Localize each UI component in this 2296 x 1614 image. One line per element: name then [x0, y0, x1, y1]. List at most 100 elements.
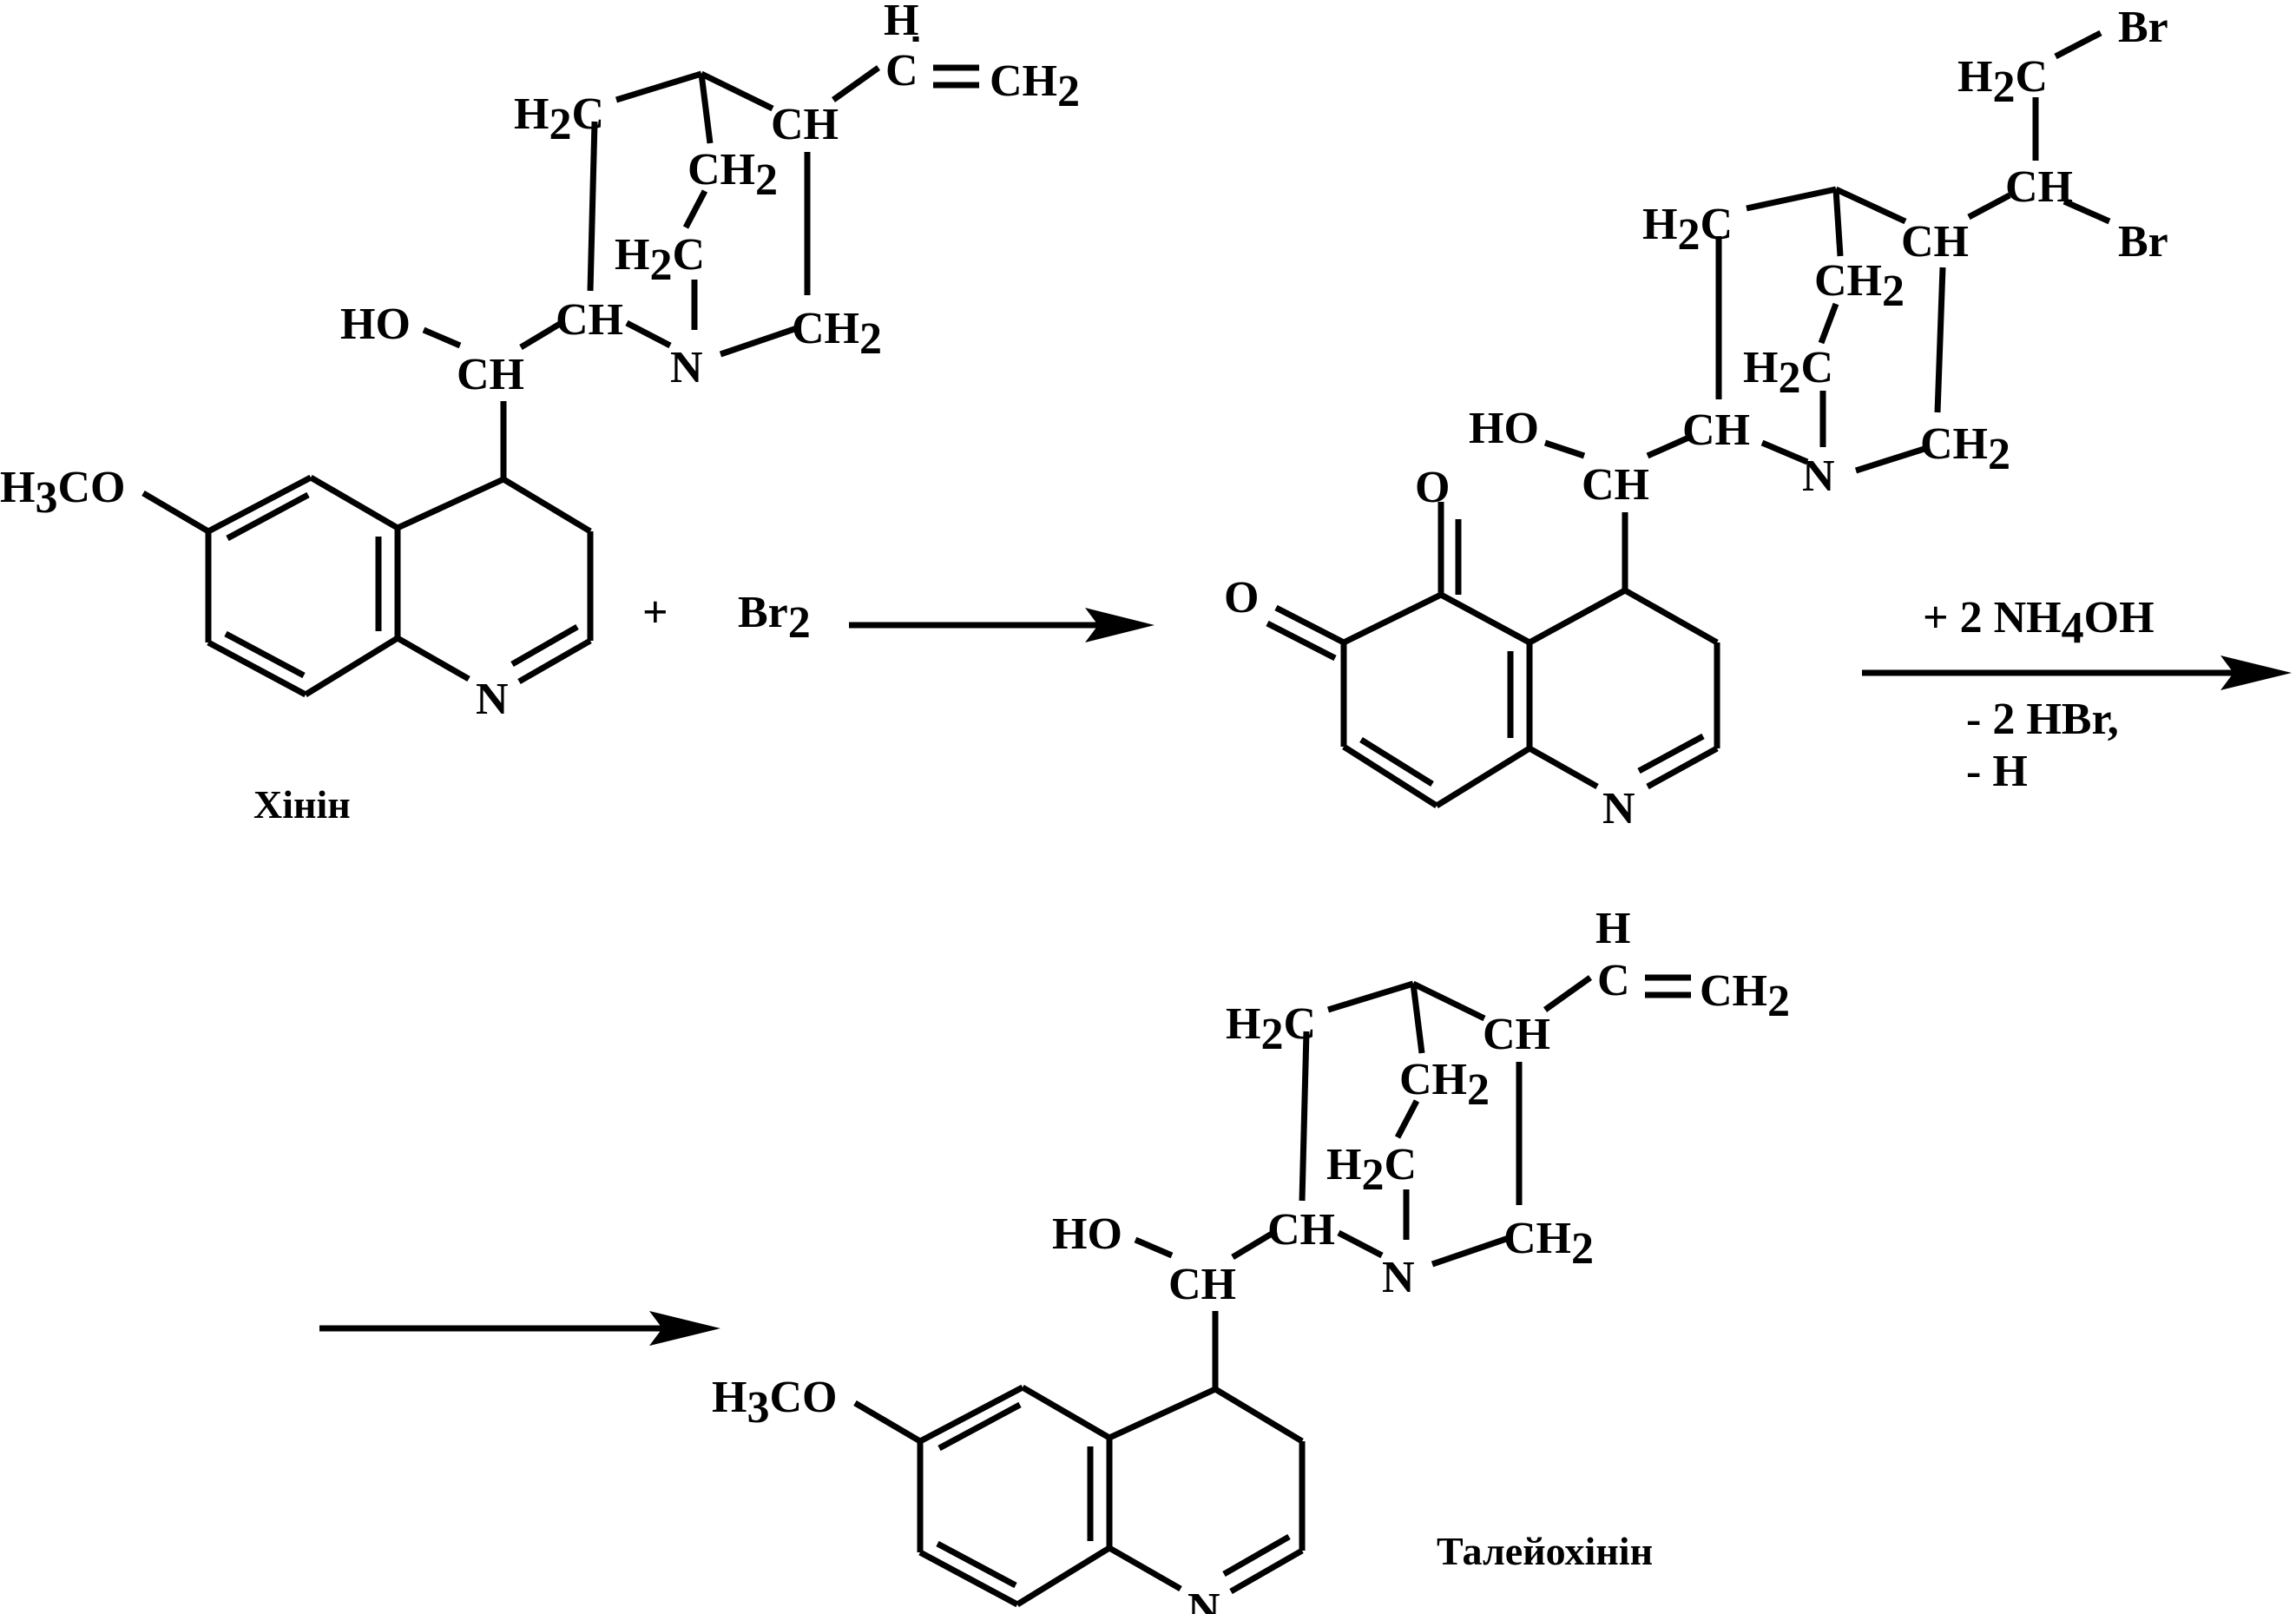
quinuclidine-nitrogen: N	[1382, 1253, 1415, 1302]
bond	[1818, 302, 1839, 345]
bromine-reagent: Br2	[738, 588, 811, 648]
step2-byproduct-1: - 2 HBr,	[1966, 695, 2119, 744]
bond	[1543, 439, 1586, 459]
bond	[207, 474, 312, 535]
bond	[1646, 745, 1719, 790]
double-bond	[1266, 620, 1337, 662]
h2c-inner-label: H2C	[615, 230, 705, 290]
h2c-left-label: H2C	[1642, 200, 1733, 260]
bond	[1229, 1547, 1304, 1595]
arrow-3	[319, 1311, 720, 1346]
h2c-inner-label: H2C	[1743, 343, 1833, 403]
bond	[1834, 186, 1907, 225]
bond	[682, 189, 708, 229]
double-bond	[937, 1401, 1022, 1452]
bond	[1231, 1228, 1278, 1261]
carbinol-label: CH	[457, 350, 524, 399]
h2c-left-label: H2C	[514, 89, 604, 149]
methoxy-label: H3CO	[712, 1373, 837, 1433]
double-bond	[1637, 733, 1705, 774]
double-bond	[510, 623, 579, 668]
bond	[698, 73, 714, 144]
side-ch-label: CH	[1901, 217, 1969, 267]
bond	[1016, 1545, 1111, 1607]
oxo-left-label: O	[1224, 573, 1259, 623]
vinyl-c-label: C	[1597, 956, 1630, 1005]
bond	[502, 476, 592, 535]
bond	[1337, 1229, 1384, 1259]
bond	[422, 326, 462, 349]
bridge-ch-label: CH	[1682, 405, 1750, 455]
thalleioquinine-structure	[853, 974, 1691, 1608]
step2-byproduct-2: - H	[1966, 747, 2028, 796]
double-bond	[936, 1540, 1017, 1589]
bond	[853, 1400, 922, 1445]
bond	[700, 70, 774, 112]
bond	[207, 639, 307, 698]
br-lower-label: Br	[2118, 217, 2168, 267]
carbinol-label: CH	[1582, 460, 1649, 510]
chbr-label: CH	[2005, 162, 2073, 212]
bond	[1623, 587, 1719, 646]
carbinol-label: CH	[1168, 1260, 1236, 1309]
bond	[1410, 983, 1425, 1054]
double-bond	[1274, 604, 1345, 646]
ring-nitrogen: N	[476, 675, 509, 724]
bond	[1108, 1386, 1217, 1441]
bond	[615, 70, 703, 103]
bond	[1832, 188, 1844, 257]
hydroxyl-label: HO	[340, 300, 411, 349]
double-bond	[1222, 1533, 1291, 1578]
bond	[625, 320, 672, 349]
ch2-right-label: CH2	[792, 304, 882, 364]
oxo-top-label: O	[1415, 463, 1450, 512]
methoxy-label: H3CO	[0, 463, 125, 523]
thalleioquinine-labels: H3CO N HO CH CH N CH2 H2C CH2 H2C CH H C…	[712, 904, 1790, 1614]
plus-sign: +	[642, 588, 668, 637]
bond	[831, 65, 881, 102]
bond	[1439, 591, 1531, 646]
bond	[1108, 1545, 1182, 1592]
bond	[141, 490, 210, 535]
hydroxyl-label: HO	[1052, 1209, 1122, 1259]
bond	[1934, 267, 1946, 413]
vinyl-ch-label: CH	[771, 100, 839, 149]
bond	[1854, 445, 1929, 474]
arrow-head	[1085, 608, 1155, 642]
vinyl-ch2-label: CH2	[990, 56, 1080, 116]
hydroxyl-label: HO	[1469, 404, 1539, 453]
bond	[517, 637, 592, 685]
bond	[1760, 439, 1809, 465]
bond	[309, 474, 399, 531]
bond	[719, 325, 799, 358]
bond	[587, 121, 598, 292]
vinyl-h-label: H	[1595, 904, 1630, 953]
quinine-name: Хінін	[253, 782, 351, 827]
vinyl-ch-label: CH	[1483, 1010, 1550, 1059]
bond	[2054, 30, 2102, 60]
ch2-inner-label: CH2	[687, 145, 778, 205]
quinuclidine-nitrogen: N	[1802, 451, 1835, 501]
arrow-head	[2220, 655, 2292, 690]
vinyl-ch2-label: CH2	[1700, 966, 1790, 1026]
ring-nitrogen: N	[1187, 1584, 1220, 1614]
bond	[1342, 744, 1438, 808]
intermediate-structure	[1266, 30, 2111, 808]
intermediate-labels: O O N HO CH CH N CH2 H2C CH2 H2C CH CH B…	[1224, 3, 2168, 833]
bond	[1435, 746, 1531, 808]
bond	[1543, 975, 1593, 1012]
bond	[1021, 1384, 1111, 1441]
ch2-right-label: CH2	[1920, 419, 2010, 479]
thalleioquinine-name: Талейохінін	[1437, 1529, 1653, 1573]
bond	[1746, 186, 1837, 212]
bond	[918, 1384, 1024, 1445]
vinyl-h-label: H	[884, 0, 918, 45]
bond	[1134, 1236, 1174, 1259]
bond	[1431, 1235, 1510, 1268]
step2-reagent: + 2 NH4OH	[1923, 593, 2155, 653]
bond	[1326, 980, 1415, 1013]
br-upper-label: Br	[2118, 3, 2168, 52]
bridge-ch-label: CH	[1267, 1205, 1335, 1255]
arrow-2: + 2 NH4OH - 2 HBr, - H	[1862, 593, 2292, 796]
bond	[918, 1549, 1019, 1608]
